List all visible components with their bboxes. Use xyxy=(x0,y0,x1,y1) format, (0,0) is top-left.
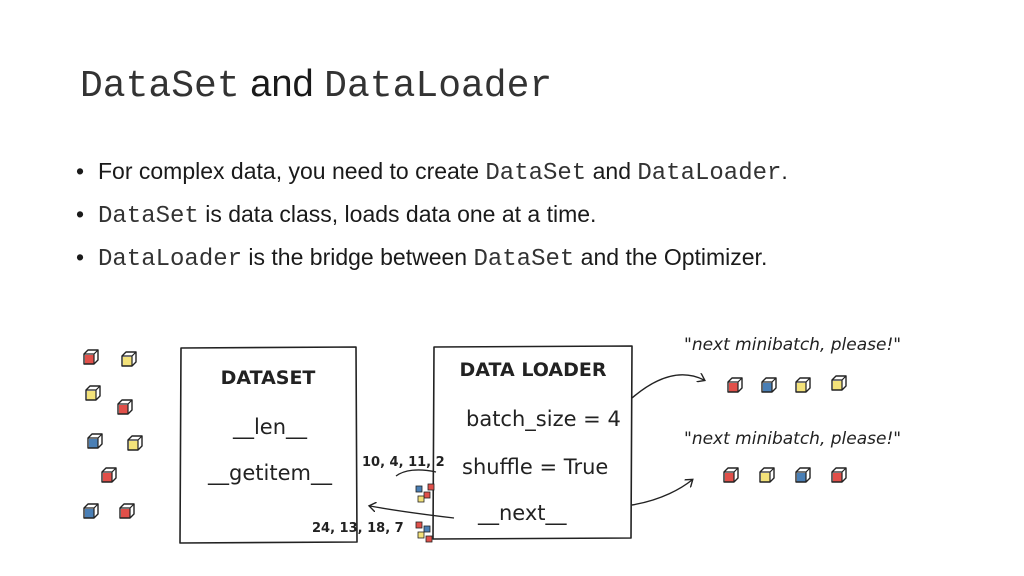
cube-yellow-icon xyxy=(759,467,775,483)
bullet-1-post: . xyxy=(781,158,788,184)
dataloader-box: DATA LOADER batch_size = 4 shuffle = Tru… xyxy=(432,345,633,540)
request-text-2: "next minibatch, please!" xyxy=(684,429,901,449)
bullet-1-mid: and xyxy=(586,158,638,184)
bullet-2-code-dataset: DataSet xyxy=(98,203,199,230)
cube-blue-icon xyxy=(87,433,103,449)
arrow-to-dataset-icon xyxy=(370,506,455,519)
loose-cubes xyxy=(83,349,143,519)
cube-red-icon xyxy=(723,467,739,483)
cube-red-icon xyxy=(727,377,743,393)
dataset-getitem-method: __getitem__ xyxy=(207,461,332,486)
dataloader-batch-size: batch_size = 4 xyxy=(466,407,621,432)
request-text-1: "next minibatch, please!" xyxy=(684,335,901,355)
page-title: DataSet and DataLoader xyxy=(80,58,552,113)
arrow-minibatch-2-icon xyxy=(631,480,692,506)
cube-yellow-icon xyxy=(831,375,847,391)
index-label-1: 10, 4, 11, 2 xyxy=(362,455,445,470)
cube-red-icon xyxy=(119,503,135,519)
minibatch-1 xyxy=(727,375,847,393)
cube-blue-icon xyxy=(795,467,811,483)
cube-yellow-icon xyxy=(121,351,137,367)
dataset-title: DATASET xyxy=(221,367,316,389)
bullet-1-code-dataset: DataSet xyxy=(485,160,587,187)
bullet-1-code-dataloader: DataLoader xyxy=(637,160,782,187)
arrow-indices-icon xyxy=(395,469,437,477)
cube-blue-icon xyxy=(83,503,99,519)
dataset-box-outline xyxy=(179,346,358,544)
bullet-item-2: • DataSet is data class, loads data one a… xyxy=(76,193,788,236)
bullet-dot-icon: • xyxy=(76,158,85,184)
bullet-3-post: and the Optimizer. xyxy=(574,244,768,270)
arrow-minibatch-1-icon xyxy=(631,375,704,399)
title-code-dataset: DataSet xyxy=(80,65,240,108)
cube-red-icon xyxy=(117,399,133,415)
dataloader-box-outline xyxy=(432,345,633,540)
minibatch-2 xyxy=(723,467,847,483)
cube-red-icon xyxy=(831,467,847,483)
bullet-2-text: is data class, loads data one at a time. xyxy=(198,201,597,227)
title-and: and xyxy=(239,63,325,105)
cube-yellow-icon xyxy=(85,385,101,401)
title-code-dataloader: DataLoader xyxy=(324,65,553,108)
bullet-1-pre: For complex data, you need to create xyxy=(98,158,486,184)
dataloader-next-method: __next__ xyxy=(477,501,567,526)
bullet-3-code-dataloader: DataLoader xyxy=(98,246,243,273)
bullet-item-3: • DataLoader is the bridge between DataSe… xyxy=(76,236,788,279)
cube-blue-icon xyxy=(761,377,777,393)
cube-red-icon xyxy=(83,349,99,365)
bullet-3-code-dataset: DataSet xyxy=(473,246,575,273)
bullet-dot-icon: • xyxy=(76,201,85,227)
bullet-dot-icon: • xyxy=(76,244,85,270)
dataset-len-method: __len__ xyxy=(232,415,308,440)
small-cubes-cluster xyxy=(415,483,435,543)
cube-red-icon xyxy=(101,467,117,483)
dataloader-shuffle: shuffle = True xyxy=(462,455,608,479)
dataloader-title: DATA LOADER xyxy=(460,359,607,381)
dataset-dataloader-illustration: DATASET __len__ __getitem__ DATA LOADER … xyxy=(83,335,901,544)
index-label-2: 24, 13, 18, 7 xyxy=(312,521,404,536)
bullet-list: • For complex data, you need to create Da… xyxy=(76,150,788,279)
cube-yellow-icon xyxy=(127,435,143,451)
dataset-box: DATASET __len__ __getitem__ xyxy=(179,346,358,544)
cube-yellow-icon xyxy=(795,377,811,393)
bullet-item-1: • For complex data, you need to create Da… xyxy=(76,150,788,193)
bullet-3-mid: is the bridge between xyxy=(242,244,474,270)
